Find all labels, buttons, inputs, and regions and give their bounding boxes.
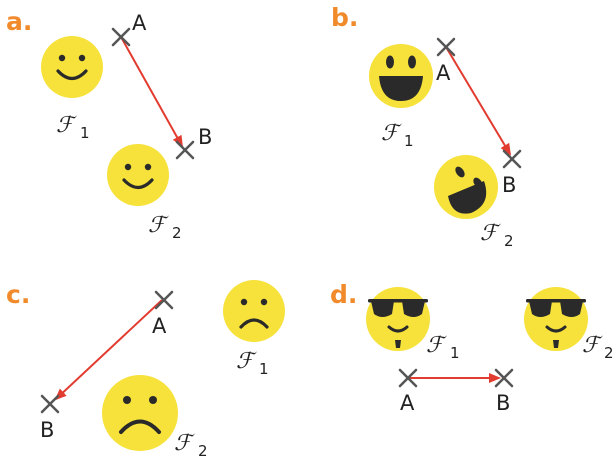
panel-b-label: b. <box>331 3 358 32</box>
face-grin-1 <box>369 44 433 108</box>
panel-c-arrow <box>54 299 163 401</box>
panel-b-arrow <box>445 46 512 156</box>
panel-d-label: d. <box>330 280 357 309</box>
face-frown-small <box>223 280 285 342</box>
face-grin-2 <box>434 155 498 219</box>
panel-d-face2-symbol: ℱ <box>582 333 603 358</box>
face-frown-large <box>102 375 178 451</box>
panel-d-point-a-label: A <box>400 391 415 415</box>
panel-a-cross-a <box>111 27 131 47</box>
panel-a-cross-b <box>175 140 195 160</box>
panel-b-face2-subscript: 2 <box>504 232 514 250</box>
panel-c-label: c. <box>6 280 30 309</box>
panel-c-face1-subscript: 1 <box>259 360 269 378</box>
panel-d: d. ℱ 1 ℱ 2 A B <box>330 280 614 415</box>
panel-a-face2-symbol: ℱ <box>148 213 169 238</box>
panel-c-face2-symbol: ℱ <box>174 431 195 456</box>
panel-a-arrow <box>120 36 183 148</box>
panel-a-point-b-label: B <box>198 125 212 149</box>
panel-a-label: a. <box>6 7 32 36</box>
panel-c-cross-a <box>154 290 174 310</box>
face-smile-2 <box>107 144 169 206</box>
panel-c-face2-subscript: 2 <box>198 442 208 460</box>
panel-d-cross-b <box>494 368 514 388</box>
panel-a-face2-subscript: 2 <box>172 224 182 242</box>
panel-c-face1-symbol: ℱ <box>236 349 257 374</box>
panel-c: c. ℱ 1 ℱ 2 A B <box>6 280 285 460</box>
panel-c-cross-b <box>40 394 60 414</box>
panel-c-point-b-label: B <box>40 418 54 442</box>
panel-b-point-b-label: B <box>502 173 516 197</box>
panel-b: b. ℱ 1 ℱ 2 A B <box>331 3 522 250</box>
panel-c-point-a-label: A <box>152 314 167 338</box>
panel-d-face2-subscript: 2 <box>604 344 614 362</box>
panel-b-face1-subscript: 1 <box>404 132 414 150</box>
panel-a-point-a-label: A <box>132 11 147 35</box>
face-sunglasses-1 <box>366 287 430 351</box>
face-sunglasses-2 <box>524 287 588 351</box>
panel-b-face1-symbol: ℱ <box>381 121 402 146</box>
panel-b-point-a-label: A <box>436 61 451 85</box>
panel-a-face1-symbol: ℱ <box>56 113 77 138</box>
panel-d-face1-subscript: 1 <box>450 344 460 362</box>
panel-a: a. ℱ 1 ℱ 2 A B <box>6 7 212 242</box>
panel-d-point-b-label: B <box>496 391 510 415</box>
panel-d-cross-a <box>398 368 418 388</box>
panel-d-face1-symbol: ℱ <box>426 333 447 358</box>
panel-b-cross-b <box>502 149 522 169</box>
panel-b-face2-symbol: ℱ <box>480 221 501 246</box>
face-smile-1 <box>41 36 103 98</box>
panel-b-cross-a <box>436 37 456 57</box>
panel-a-face1-subscript: 1 <box>80 124 90 142</box>
